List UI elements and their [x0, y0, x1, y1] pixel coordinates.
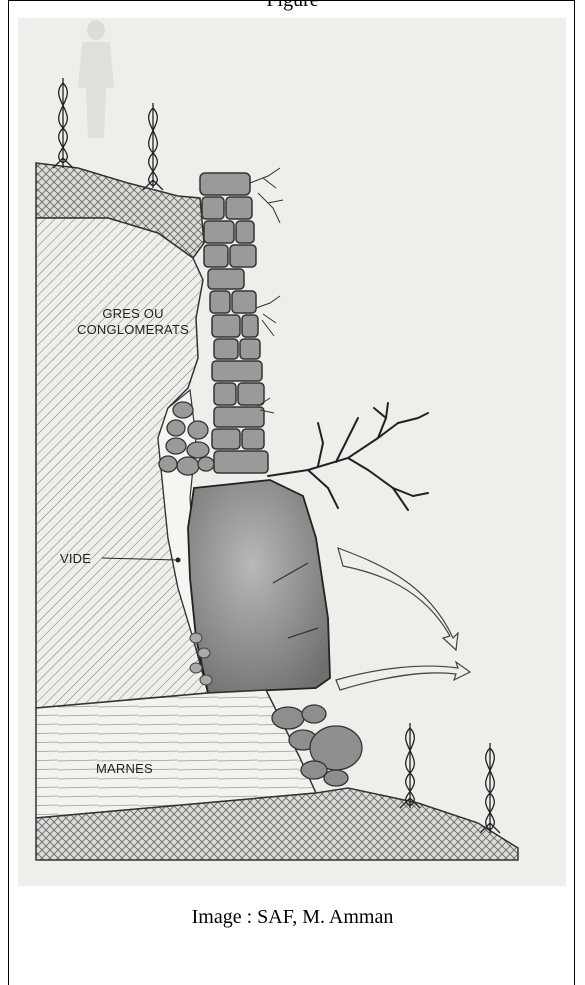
label-marl: MARNES [96, 761, 153, 776]
label-sandstone-2: CONGLOMERATS [77, 322, 189, 337]
label-void: VIDE [60, 551, 91, 566]
clipped-header-text: Figure [200, 0, 385, 9]
falling-boulder [188, 480, 330, 693]
void-pointer-dot [176, 558, 181, 563]
rockfall-illustration: GRES OU CONGLOMERATS VIDE MARNES [18, 18, 566, 886]
label-sandstone-1: GRES OU [102, 306, 163, 321]
image-caption: Image : SAF, M. Amman [0, 906, 585, 929]
